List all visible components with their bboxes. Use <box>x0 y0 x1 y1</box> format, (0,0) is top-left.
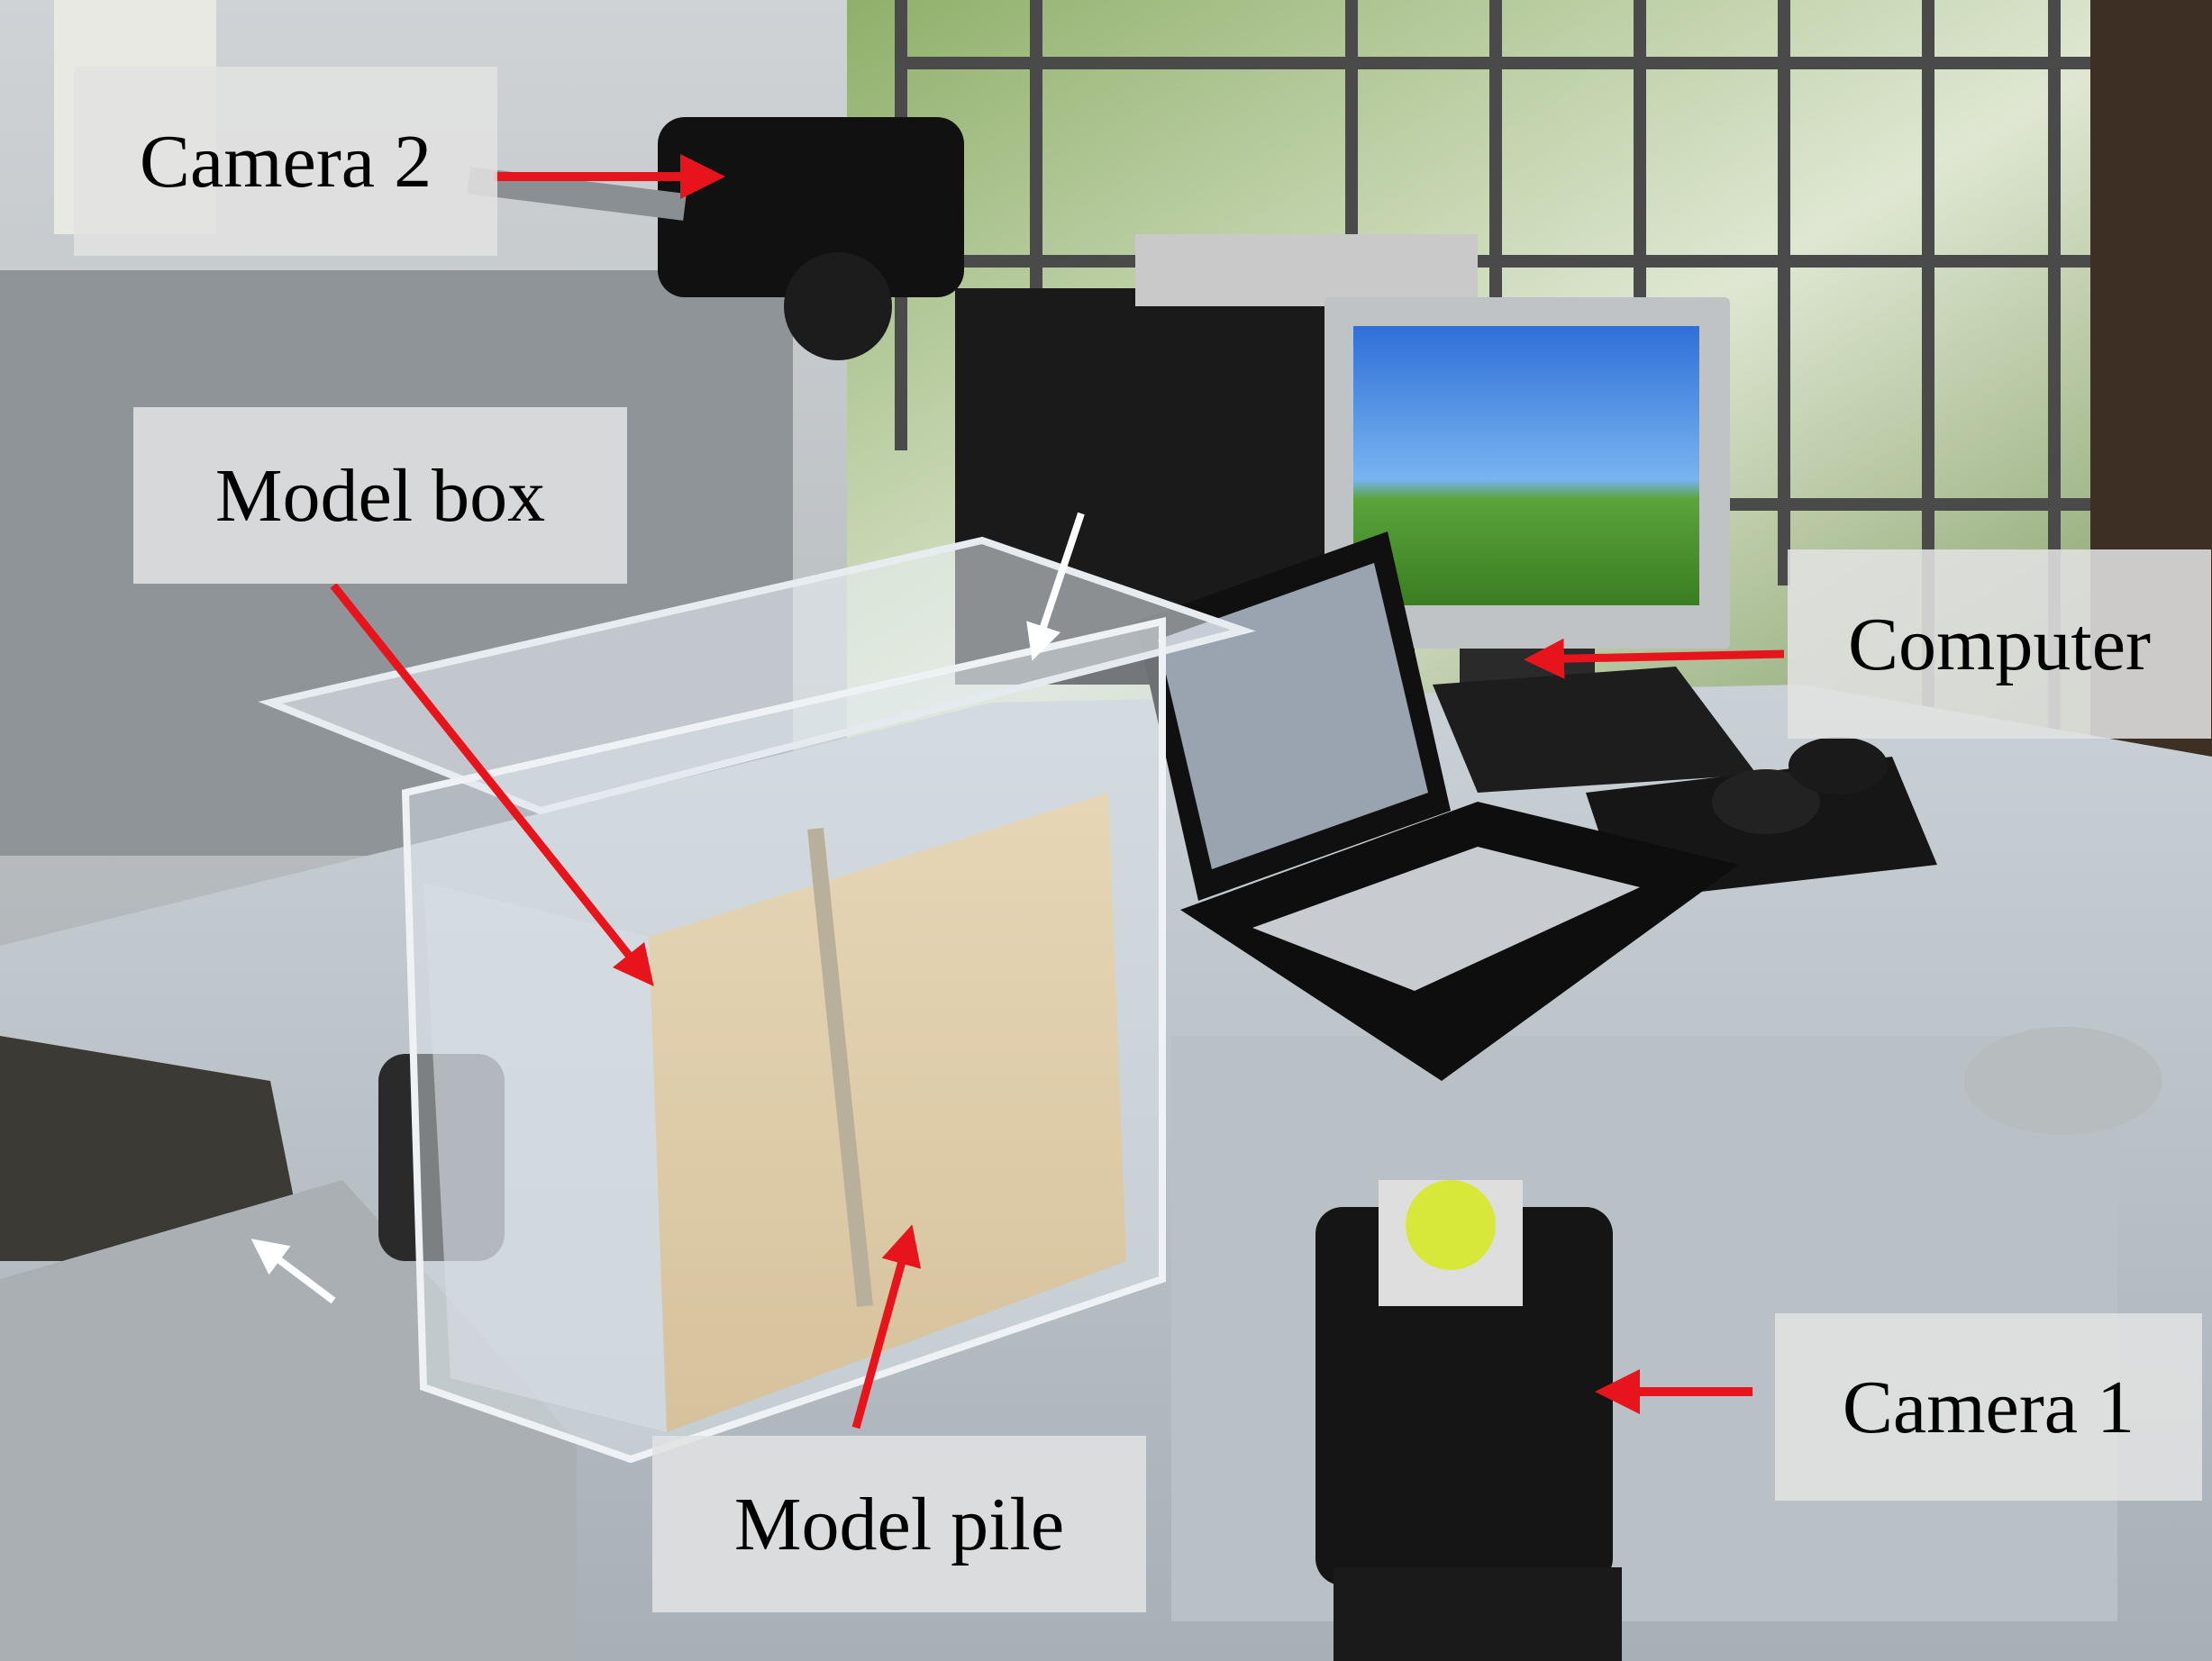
laptop-keyboard <box>1252 847 1640 991</box>
monitor-screen <box>1353 326 1699 605</box>
bubble-level-vial <box>1406 1180 1496 1270</box>
keyboard <box>1433 667 1757 793</box>
laptop-screen <box>1158 563 1428 869</box>
data-logger <box>0 1036 306 1261</box>
arrow-white-sensor <box>1026 512 1085 661</box>
arrow-computer <box>1524 638 1785 679</box>
camera-2-lens <box>784 252 892 360</box>
arrow-model-box <box>330 583 654 987</box>
arrow-model-pile <box>851 1224 922 1430</box>
model-pile-rod <box>807 828 873 1307</box>
label-computer: Computer <box>1788 549 2211 739</box>
label-camera-2: Camera 2 <box>74 67 497 256</box>
label-camera-1: Camera 1 <box>1775 1313 2202 1501</box>
mouse-2 <box>1789 737 1888 794</box>
instrument-case <box>0 1180 577 1661</box>
label-model-pile: Model pile <box>652 1436 1146 1612</box>
metal-bowl <box>1964 1027 2162 1135</box>
sand <box>649 793 1126 1432</box>
arrow-white-logger <box>250 1239 336 1304</box>
printer <box>1135 234 1478 306</box>
label-model-box: Model box <box>133 407 627 584</box>
model-box-top <box>258 536 1256 815</box>
mouse <box>1712 769 1820 834</box>
camera-2-body <box>658 117 964 297</box>
camera-2-mount <box>467 167 687 221</box>
model-box-side <box>423 883 667 1432</box>
tripod-head <box>1334 1567 1622 1661</box>
